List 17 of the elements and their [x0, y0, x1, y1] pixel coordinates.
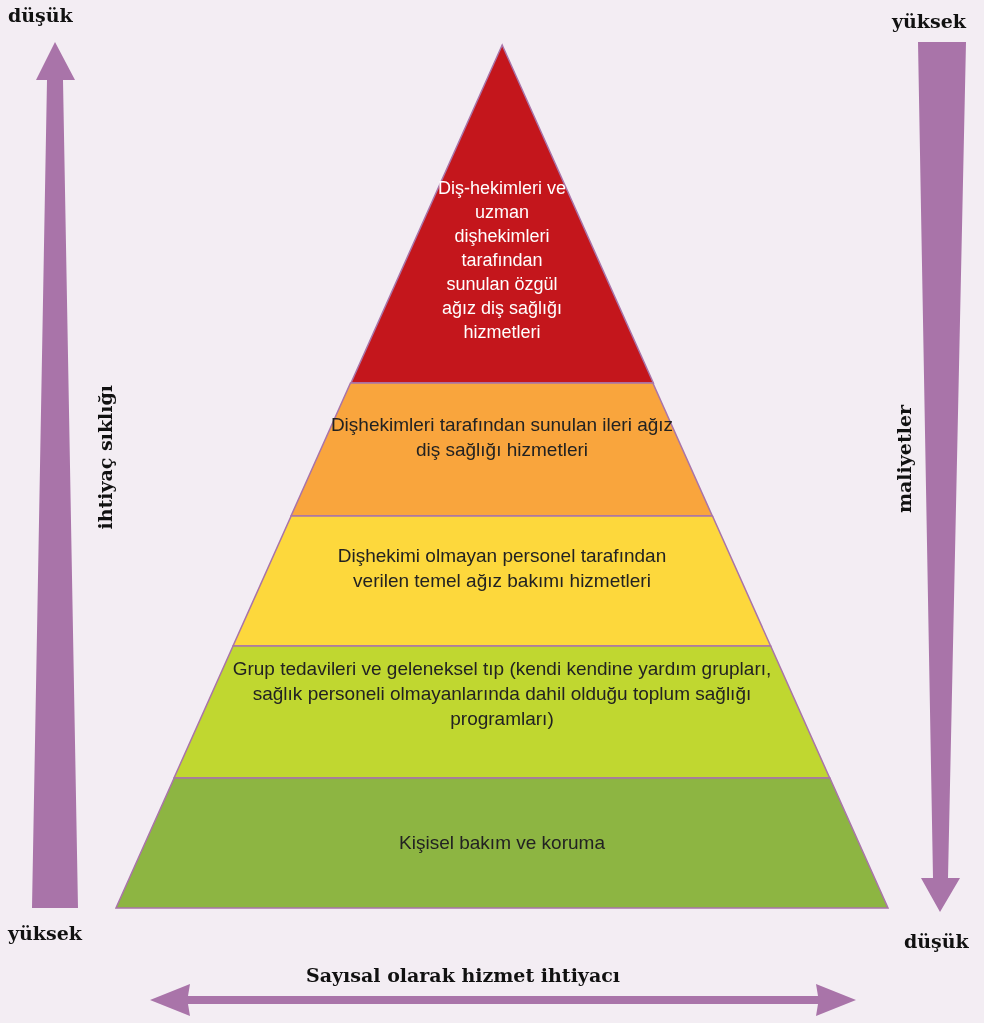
- pyramid-tier: [350, 45, 654, 383]
- pyramid-tier: [116, 778, 888, 908]
- scale-label: yüksek: [892, 10, 966, 32]
- tier-label: Dişhekimi olmayan personel tarafından verilen temel ağız bakımı hizmetleri: [336, 544, 668, 593]
- tier-label: Kişisel bakım ve koruma: [398, 831, 606, 855]
- axis-title: maliyetler: [893, 405, 915, 514]
- pyramid-tier: [291, 383, 713, 516]
- tier-label: Grup tedavileri ve geleneksel tıp (kendi kendine yardım grupları, sağlık personeli olmayanlarında dahil olduğu toplum sağlığı programları): [231, 657, 773, 731]
- tier-label: Diş-hekimleri ve uzman dişhekimleri tarafından sunulan özgül ağız diş sağlığı hizmetleri: [436, 177, 567, 344]
- scale-label: yüksek: [8, 922, 82, 944]
- axis-title: Sayısal olarak hizmet ihtiyacı: [306, 964, 620, 986]
- scale-label: düşük: [904, 930, 969, 952]
- scale-label: düşük: [8, 4, 73, 26]
- pyramid-tier: [233, 516, 771, 646]
- axis-title: ihtiyaç sıklığı: [94, 385, 116, 530]
- pyramid-tier: [174, 646, 830, 778]
- tier-label: Dişhekimleri tarafından sunulan ileri ağız diş sağlığı hizmetleri: [330, 413, 674, 462]
